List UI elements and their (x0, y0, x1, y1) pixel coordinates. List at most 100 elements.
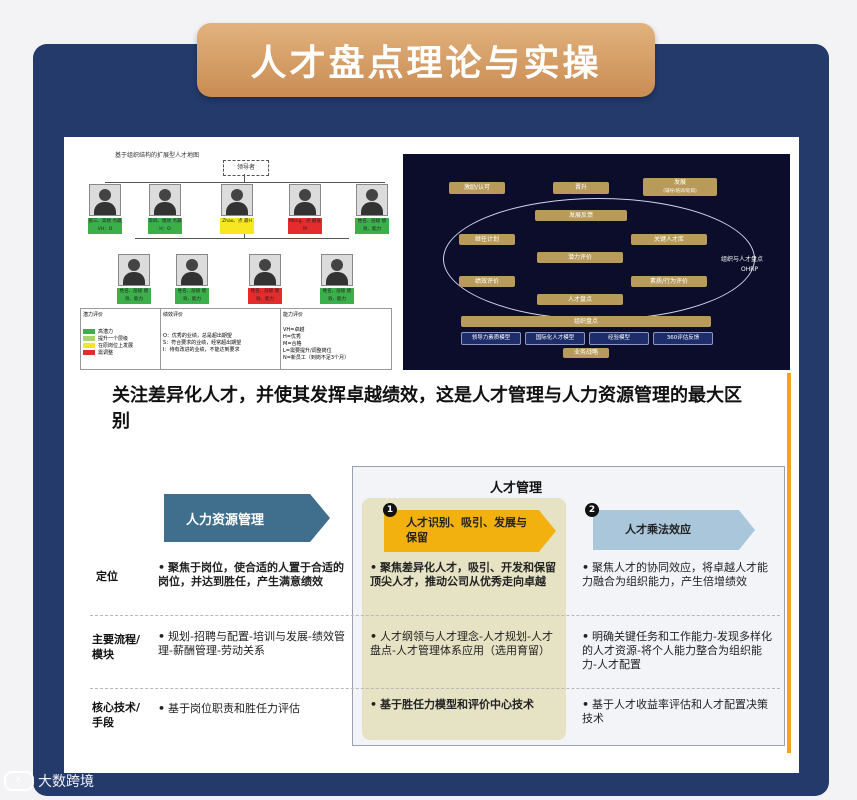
cell-text: 人才纲领与人才理念-人才规划-人才盘点-人才管理体系应用（选用育留） (370, 630, 553, 657)
cell-text: 基于岗位职责和胜任力评估 (168, 702, 300, 715)
potential-title: 潜力评价 (83, 311, 158, 318)
diagram-box: 人才盘点 (537, 294, 623, 305)
box-label: 发展 (643, 178, 717, 187)
column1-label: 人才识别、吸引、发展与保留 (406, 515, 536, 545)
legend-line: L=需要提升/调整岗位 (283, 347, 389, 354)
person-tag: 姓名、层级 绩效、能力 (175, 288, 209, 304)
diagram-box: 继任计划 (459, 234, 515, 245)
side-sublabel: OHRP (741, 266, 758, 273)
watermark-text: 大数跨境 (38, 771, 94, 791)
model-box: 经验模型 (589, 332, 649, 345)
cell-text: 聚焦差异化人才，吸引、开发和保留顶尖人才，推动公司从优秀走向卓越 (370, 561, 556, 588)
box-sublabel: (辅导/培训/轮岗) (643, 187, 717, 196)
avatar (289, 184, 321, 216)
avatar (118, 254, 150, 286)
swatch (83, 329, 95, 334)
talent-review-diagram: 激励/认可 晋升 发展 (辅导/培训/轮岗) 发展反馈 继任计划 关键人才库 潜… (403, 154, 790, 370)
cell-text: 基于胜任力模型和评价中心技术 (380, 698, 534, 711)
legend-item: 在原岗位上发展 (83, 342, 158, 349)
accent-line (787, 373, 791, 753)
cell-text: 规划-招聘与配置-培训与发展-绩效管理-薪酬管理-劳动关系 (158, 630, 345, 657)
legend-item: 需调整 (83, 349, 158, 356)
table-cell: •明确关键任务和工作能力-发现多样化的人才资源-将个人能力整合为组织能力-人才配… (582, 630, 772, 672)
row-label: 主要流程/模块 (92, 632, 144, 662)
swatch (83, 350, 95, 355)
avatar (176, 254, 208, 286)
row-label: 定位 (96, 569, 118, 584)
person-tag: 李四、绩效 点最H：O (148, 218, 182, 234)
watermark-logo-icon: K (4, 771, 34, 791)
connector (244, 174, 245, 182)
table-cell: •聚焦于岗位，使合适的人置于合适的岗位，并达到胜任，产生满意绩效 (158, 561, 346, 589)
page-title: 人才盘点理论与实操 (250, 34, 601, 86)
title-banner: 人才盘点理论与实操 (197, 23, 655, 97)
person-card: Meng、点 最低M (288, 184, 322, 234)
diagram-box: 素质/行为评价 (631, 276, 707, 287)
side-label: 组织与人才盘点 (721, 254, 763, 263)
person-tag: 姓名、层级 绩效、能力 (248, 288, 282, 304)
person-tag: 姓名、层级 绩效、能力 (117, 288, 151, 304)
diagram-box: 发展 (辅导/培训/轮岗) (643, 178, 717, 196)
person-tag: 姓名、层级 绩效、能力 (355, 218, 389, 234)
swatch (83, 336, 95, 341)
diagram-box: 组织盘点 (461, 316, 711, 327)
connector (135, 238, 349, 239)
watermark: K 大数跨境 (4, 771, 94, 791)
person-tag: 姓名、层级 绩效、能力 (320, 288, 354, 304)
person-tag: Meng、点 最低M (288, 218, 322, 234)
legend-line: VH=卓越 (283, 326, 389, 333)
person-card: 李四、绩效 点最H：O (148, 184, 182, 234)
cell-text: 明确关键任务和工作能力-发现多样化的人才资源-将个人能力整合为组织能力-人才配置 (582, 630, 772, 671)
avatar (321, 254, 353, 286)
legend-item: 高潜力 (83, 328, 158, 335)
table-cell: •基于胜任力模型和评价中心技术 (370, 698, 560, 712)
ability-title: 能力评价 (283, 311, 389, 318)
person-card: 姓名、层级 绩效、能力 (248, 254, 282, 304)
diagram-box: 潜力评价 (537, 252, 623, 263)
row-divider (90, 688, 780, 689)
avatar (89, 184, 121, 216)
column2-label: 人才乘法效应 (625, 521, 691, 537)
person-tag: Zhao、点 最H (220, 218, 254, 234)
legend-line: O：优秀的业绩，总是超出期望 (163, 332, 278, 339)
legend-line: H=优秀 (283, 333, 389, 340)
cell-text: 聚焦于岗位，使合适的人置于合适的岗位，并达到胜任，产生满意绩效 (158, 561, 344, 588)
table-cell: •聚焦人才的协同效应，将卓越人才能力融合为组织能力，产生倍增绩效 (582, 561, 772, 589)
legend-line: S：符合要求的业绩，经常超出期望 (163, 339, 278, 346)
avatar (221, 184, 253, 216)
model-box: 领导力素质模型 (461, 332, 521, 345)
legend-item: 提升一个层级 (83, 335, 158, 342)
table-cell: •人才纲领与人才理念-人才规划-人才盘点-人才管理体系应用（选用育留） (370, 630, 560, 658)
person-card: 姓名、层级 绩效、能力 (320, 254, 354, 304)
person-card: 姓名、层级 绩效、能力 (355, 184, 389, 234)
number-badge-1: 1 (383, 503, 397, 517)
ability-legend: 能力评价 VH=卓越 H=优秀 M=合格 L=需要提升/调整岗位 N=新员工（到… (281, 309, 391, 369)
avatar (249, 254, 281, 286)
model-box: 国际化人才模型 (525, 332, 585, 345)
diagram-box: 关键人才库 (631, 234, 707, 245)
cell-text: 聚焦人才的协同效应，将卓越人才能力融合为组织能力，产生倍增绩效 (582, 561, 768, 588)
diagram-box: 激励/认可 (449, 182, 505, 194)
table-cell: •基于岗位职责和胜任力评估 (158, 702, 346, 716)
person-card: Zhao、点 最H (220, 184, 254, 234)
legend-line: M=合格 (283, 340, 389, 347)
cell-text: 基于人才收益率评估和人才配置决策技术 (582, 698, 768, 725)
row-label: 核心技术/手段 (92, 700, 150, 730)
row-divider (90, 615, 780, 616)
talent-management-title: 人才管理 (490, 477, 542, 496)
model-box: 360评估反馈 (653, 332, 713, 345)
person-card: 姓名、层级 绩效、能力 (117, 254, 151, 304)
column2-arrow: 人才乘法效应 (593, 510, 755, 550)
performance-legend: 绩效评价 O：优秀的业绩，总是超出期望 S：符合要求的业绩，经常超出期望 I：待… (161, 309, 281, 369)
avatar (356, 184, 388, 216)
legend-line: I：待有改进的业绩，不能达到要求 (163, 346, 278, 353)
diagram-box: 绩效评价 (459, 276, 515, 287)
talent-map-caption: 基于组织结构的扩展型人才地图 (115, 150, 199, 159)
leader-box: 领导者 (223, 160, 269, 176)
person-card: 姓名、层级 绩效、能力 (175, 254, 209, 304)
diagram-box: 晋升 (553, 182, 609, 194)
diagram-box: 业务战略 (563, 348, 609, 358)
person-card: 张三、高绩 点最VH：O (88, 184, 122, 234)
talent-map-legend: 潜力评价 高潜力 提升一个层级 在原岗位上发展 需调整 绩效评价 O：优秀的业绩… (80, 308, 392, 370)
table-cell: •聚焦差异化人才，吸引、开发和保留顶尖人才，推动公司从优秀走向卓越 (370, 561, 560, 589)
